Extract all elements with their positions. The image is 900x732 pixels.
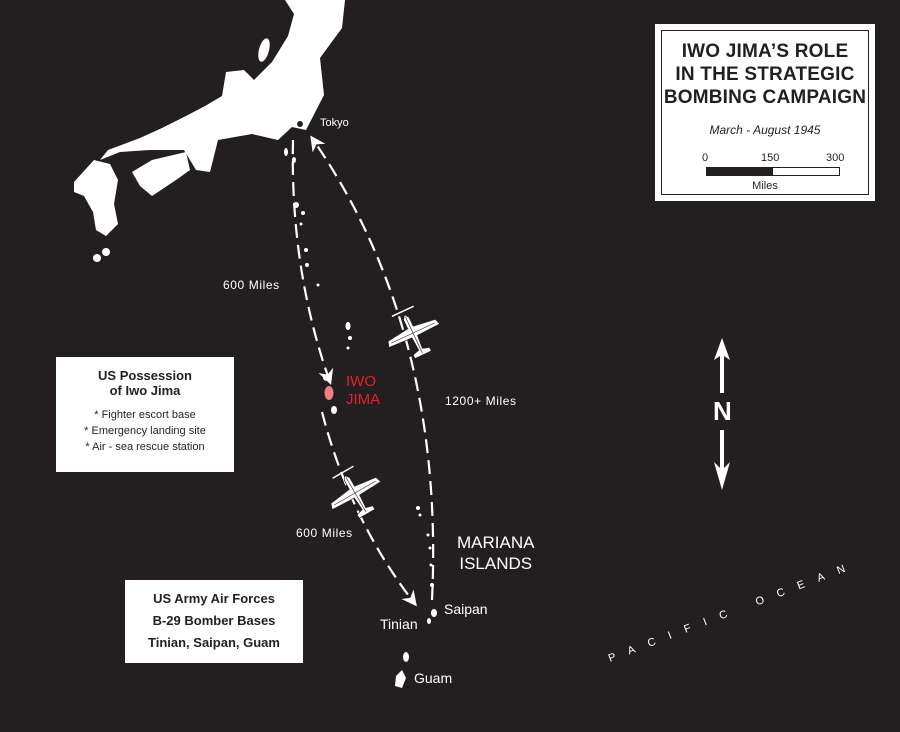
title-box: IWO JIMA’S ROLE IN THE STRATEGIC BOMBING… [655,24,875,201]
iwo-jima-label: IWO JIMA [346,373,381,408]
scale-bar [706,167,840,176]
scale-tick: 300 [826,152,845,164]
possession-item: * Fighter escort base [94,409,196,421]
island-chain [284,148,437,688]
scale-tick: 150 [761,152,780,164]
compass-n-label: N [713,396,732,426]
possession-box: US Possession of Iwo Jima * Fighter esco… [56,357,234,472]
tinian-label: Tinian [380,616,418,632]
japan-landmass [74,0,345,262]
iwo-jima-island [324,386,334,400]
saipan-label: Saipan [444,601,488,617]
route-saipan-to-tokyo [310,135,435,601]
north-arrow-icon [714,338,730,490]
map-title-line: IWO JIMA’S ROLE [681,41,849,62]
route-japan-to-iwo [291,139,334,385]
scale-tick: 0 [702,152,709,164]
map-title-line: BOMBING CAMPAIGN [663,87,867,108]
mariana-label: MARIANA ISLANDS [457,533,535,573]
leg2-distance: 600 Miles [296,526,353,540]
bases-box: US Army Air Forces B-29 Bomber Bases Tin… [125,580,303,663]
return-distance: 1200+ Miles [445,394,517,408]
b29-plane-icon [318,457,392,529]
leg1-distance: 600 Miles [223,278,280,292]
map-title-line: IN THE STRATEGIC [675,64,855,85]
scale-unit: Miles [752,180,778,192]
guam-label: Guam [414,670,453,686]
map-subtitle: March - August 1945 [709,123,821,137]
possession-item: * Air - sea rescue station [85,441,205,453]
pacific-ocean-label: PACIFIC OCEAN [607,558,860,665]
tokyo-label: Tokyo [320,117,349,129]
tokyo-marker [297,121,303,127]
japan-label: JAPAN [232,100,292,121]
possession-item: * Emergency landing site [84,425,206,437]
b29-plane-icon [376,298,450,368]
